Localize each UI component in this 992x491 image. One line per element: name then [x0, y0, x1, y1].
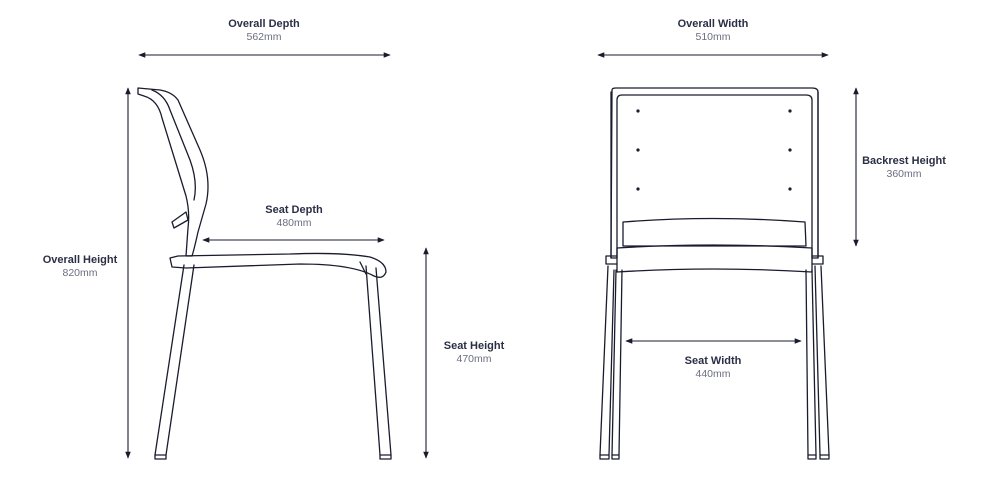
front-seat-side-left	[605, 255, 618, 265]
seat-height-label: Seat Height 470mm	[424, 340, 524, 366]
overall-width-title: Overall Width	[677, 18, 749, 30]
seat-height-value: 470mm	[456, 353, 492, 365]
fixing-dot	[788, 187, 792, 191]
seat-width-label: Seat Width 440mm	[663, 355, 763, 381]
seat-depth-title: Seat Depth	[265, 204, 323, 216]
front-right-front-leg	[805, 269, 817, 456]
side-seat	[169, 252, 387, 278]
overall-height-label: Overall Height 820mm	[30, 254, 130, 280]
side-view-chair	[137, 87, 392, 460]
front-backrest	[610, 87, 819, 259]
backrest-height-label: Backrest Height 360mm	[852, 155, 956, 181]
seat-height-title: Seat Height	[443, 340, 505, 352]
seat-depth-value: 480mm	[276, 217, 312, 229]
overall-height-value: 820mm	[62, 267, 98, 279]
side-arm-stub	[171, 211, 189, 229]
side-front-foot	[379, 454, 392, 460]
backrest-height-value: 360mm	[886, 168, 922, 180]
fixing-dot	[788, 148, 792, 152]
seat-width-value: 440mm	[695, 368, 731, 380]
seat-width-title: Seat Width	[684, 355, 742, 367]
overall-height-title: Overall Height	[42, 254, 118, 266]
front-left-rear-leg	[599, 265, 615, 456]
overall-depth-title: Overall Depth	[228, 18, 300, 30]
front-left-front-leg	[611, 269, 623, 456]
fixing-dot	[636, 148, 640, 152]
side-seat-front	[359, 261, 367, 275]
overall-depth-value: 562mm	[246, 31, 282, 43]
overall-width-value: 510mm	[695, 31, 731, 43]
front-right-rear-leg	[814, 265, 830, 456]
overall-width-label: Overall Width 510mm	[663, 18, 763, 44]
side-rear-leg	[154, 264, 195, 456]
front-seat	[616, 244, 813, 273]
side-backrest-inner	[151, 89, 196, 201]
fixing-dot	[788, 109, 792, 113]
side-rear-foot	[154, 454, 167, 460]
fixing-dot	[636, 109, 640, 113]
front-view-chair	[599, 87, 830, 460]
fixing-dot	[636, 187, 640, 191]
front-seat-back	[622, 217, 807, 247]
backrest-height-title: Backrest Height	[862, 155, 946, 167]
overall-depth-label: Overall Depth 562mm	[214, 18, 314, 44]
side-front-leg	[365, 265, 392, 456]
front-seat-side-right	[811, 255, 824, 265]
front-backrest-outline	[610, 91, 819, 259]
side-backrest	[137, 87, 209, 257]
front-feet	[599, 454, 830, 460]
seat-depth-label: Seat Depth 480mm	[244, 204, 344, 230]
